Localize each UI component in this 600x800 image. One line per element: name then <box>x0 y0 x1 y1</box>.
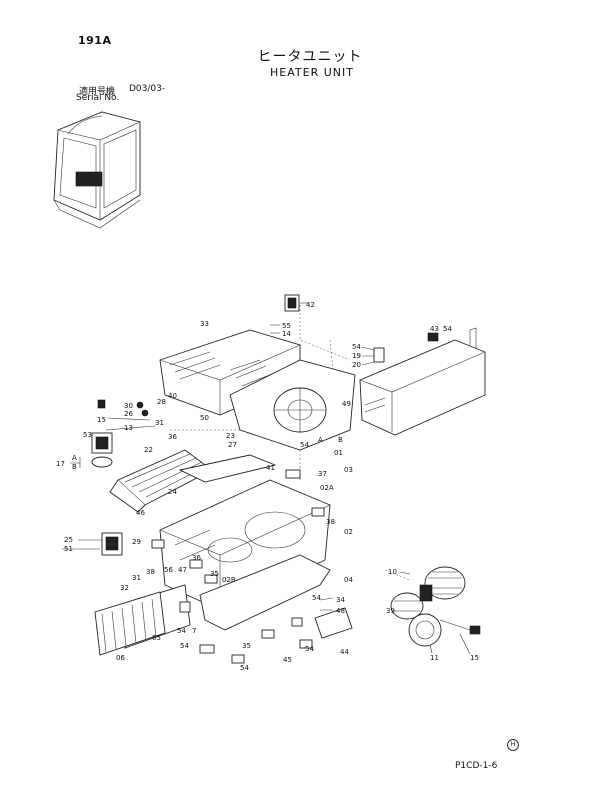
callout-39: 39 <box>386 607 395 615</box>
part-25-actuator <box>101 532 123 556</box>
callout-36: 36 <box>192 554 201 562</box>
callout-31: 31 <box>132 574 141 582</box>
callout-42: 42 <box>306 301 315 309</box>
part-39-blower-motor <box>390 566 466 620</box>
callout-28: 28 <box>157 398 166 406</box>
callout-15: 15 <box>470 654 479 662</box>
serial-label-english: Serial No. <box>76 93 120 103</box>
callout-54: 54 <box>443 325 452 333</box>
callout-56: 56 <box>164 566 173 574</box>
callout-54: 54 <box>352 343 361 351</box>
callout-54: 54 <box>240 664 249 672</box>
callout-05: 05 <box>152 634 161 642</box>
callout-7: 7 <box>192 627 196 635</box>
callout-26: 26 <box>124 410 133 418</box>
callout-43: 43 <box>430 325 439 333</box>
part-41-plate <box>178 454 277 483</box>
serial-value: D03/03- <box>129 84 166 94</box>
callout-54: 54 <box>180 642 189 650</box>
callout-23: 23 <box>226 432 235 440</box>
part-44-bracket <box>314 607 353 639</box>
callout-24: 24 <box>168 488 177 496</box>
callout-19: 19 <box>352 352 361 360</box>
callout-54: 54 <box>312 594 321 602</box>
part-15-screw <box>97 399 106 409</box>
callout-25: 25 <box>64 536 73 544</box>
callout-22: 22 <box>144 446 153 454</box>
callout-38: 38 <box>146 568 155 576</box>
callout-37: 37 <box>318 470 327 478</box>
callout-B: B <box>72 463 77 471</box>
part-15-resistor <box>439 619 481 635</box>
heater-unit-location-marker <box>75 171 103 187</box>
callout-33: 33 <box>200 320 209 328</box>
part-01-blower-case <box>229 359 356 451</box>
callout-10: 10 <box>388 568 397 576</box>
part-30-clip <box>136 401 144 409</box>
callout-03: 03 <box>344 466 353 474</box>
callout-38: 38 <box>326 518 335 526</box>
callout-49: 49 <box>342 400 351 408</box>
part-03-bracket <box>359 327 486 436</box>
callout-02A: 02A <box>320 484 334 492</box>
callout-32: 32 <box>120 584 129 592</box>
callout-35: 35 <box>242 642 251 650</box>
part-04-base <box>199 554 331 631</box>
manufacturer-logo-icon: H <box>507 739 519 751</box>
callout-02: 02 <box>344 528 353 536</box>
reference-code: P1CD-1-6 <box>455 761 498 771</box>
callout-29: 29 <box>132 538 141 546</box>
callout-54: 54 <box>300 441 309 449</box>
callout-44: 44 <box>340 648 349 656</box>
callout-11: 11 <box>430 654 439 662</box>
callout-35: 35 <box>210 570 219 578</box>
part-22-heater-core <box>109 449 213 513</box>
part-11-fan-ring <box>408 613 442 647</box>
page-number: 191A <box>78 34 112 47</box>
callout-04: 04 <box>344 576 353 584</box>
callout-36: 36 <box>168 433 177 441</box>
callout-B: B <box>338 436 343 444</box>
callout-A: A <box>72 454 77 462</box>
callout-02B: 02B <box>222 576 236 584</box>
callout-31: 31 <box>155 419 164 427</box>
heater-unit-exploded-diagram: 42 33 55 14 43 54 54 19 20 40 30 26 28 1… <box>56 294 486 672</box>
callout-14: 14 <box>282 330 291 338</box>
callout-51: 51 <box>64 545 73 553</box>
part-42-connector <box>284 294 300 312</box>
cab-locator-illustration <box>53 111 141 229</box>
callout-48: 48 <box>336 607 345 615</box>
callout-45: 45 <box>283 656 292 664</box>
callout-A: A <box>318 436 323 444</box>
callout-01: 01 <box>334 449 343 457</box>
callout-27: 27 <box>228 441 237 449</box>
callout-20: 20 <box>352 361 361 369</box>
callout-54: 54 <box>177 627 186 635</box>
part-53-actuator <box>91 432 113 468</box>
callout-41: 41 <box>266 464 275 472</box>
part-26-clip <box>141 409 149 417</box>
callout-15: 15 <box>97 416 106 424</box>
callout-40: 40 <box>168 392 177 400</box>
callout-46: 46 <box>136 509 145 517</box>
callout-06: 06 <box>116 654 125 662</box>
callout-labels: 42 33 55 14 43 54 54 19 20 40 30 26 28 1… <box>56 301 479 672</box>
callout-34: 34 <box>336 596 345 604</box>
title-english: HEATER UNIT <box>270 66 354 79</box>
part-43-clip <box>427 332 439 342</box>
title-japanese: ヒータユニット <box>257 49 363 65</box>
callout-50: 50 <box>200 414 209 422</box>
callout-53: 53 <box>83 431 92 439</box>
callout-55: 55 <box>282 322 291 330</box>
callout-54: 54 <box>305 645 314 653</box>
callout-30: 30 <box>124 402 133 410</box>
part-19-relay <box>373 347 385 363</box>
serial-label-japanese: 適用号機 <box>79 87 116 97</box>
part-06-filter <box>94 591 166 656</box>
callout-13: 13 <box>124 424 133 432</box>
callout-17: 17 <box>56 460 65 468</box>
part-54-clips <box>151 469 325 664</box>
callout-47: 47 <box>178 566 187 574</box>
